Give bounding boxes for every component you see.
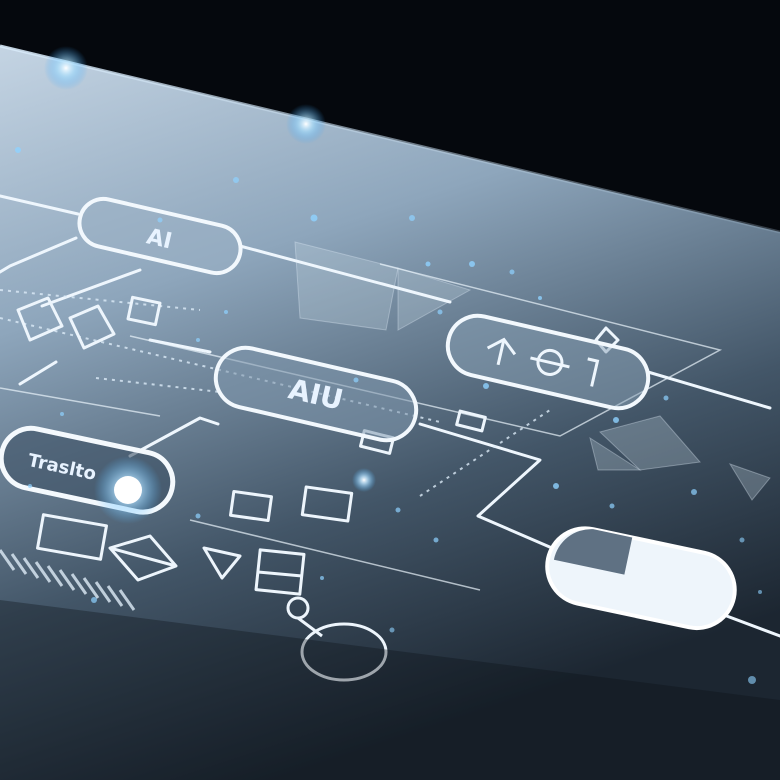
transition-knob: [114, 476, 142, 504]
edge-light-1: [44, 46, 88, 90]
node-aiu: AIU: [213, 345, 419, 443]
edge-light-2: [286, 104, 326, 144]
vignette: [0, 600, 780, 780]
node-symbol: [445, 313, 651, 411]
hatch-stripe: [0, 549, 136, 611]
particles: [15, 147, 762, 684]
panel-top-edge: [0, 44, 780, 234]
symbol-glyph: [486, 337, 600, 387]
node-ai-label: AI: [144, 224, 174, 254]
outline-shapes: [16, 295, 620, 682]
center-glow: [352, 468, 376, 492]
node-ai: AI: [77, 196, 243, 276]
node-toggle: [545, 526, 737, 631]
